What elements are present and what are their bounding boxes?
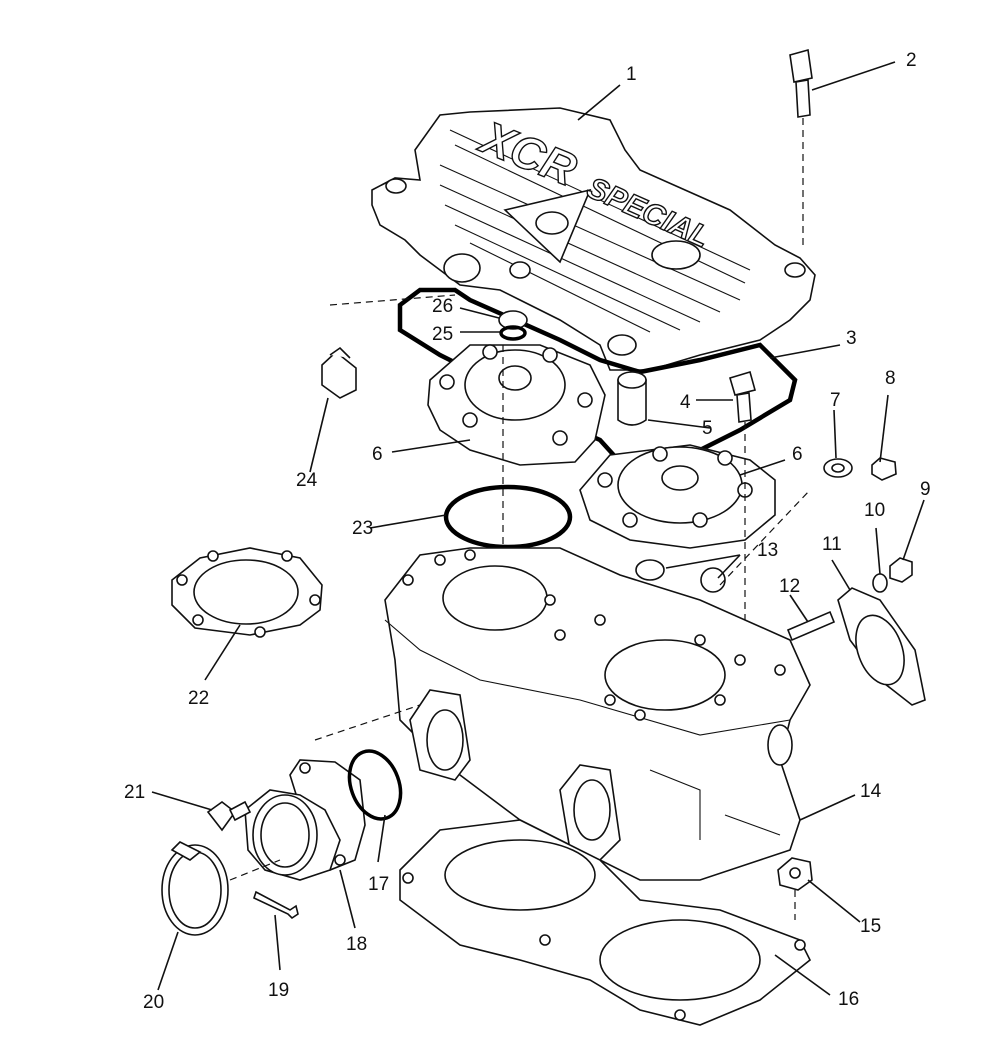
callout-1: 1 — [626, 64, 637, 85]
callout-11: 11 — [822, 534, 842, 555]
callout-5: 5 — [702, 418, 713, 439]
callout-6-right: 6 — [792, 444, 803, 465]
washer-26 — [498, 310, 528, 330]
callout-21: 21 — [124, 782, 145, 803]
callout-20: 20 — [143, 992, 164, 1013]
nut-15-hole — [789, 867, 801, 879]
callout-4: 4 — [680, 392, 691, 413]
stud-12 — [786, 610, 836, 642]
callout-6-left: 6 — [372, 444, 383, 465]
bolt-2 — [789, 48, 813, 250]
callout-18: 18 — [346, 934, 367, 955]
screw-19 — [253, 890, 299, 920]
callout-19: 19 — [268, 980, 289, 1001]
washer-10 — [872, 573, 888, 593]
plug-13a — [635, 559, 665, 581]
bolt-8 — [871, 457, 897, 481]
nut-9 — [889, 557, 913, 583]
cylinder-block-14 — [384, 547, 811, 881]
callout-23: 23 — [352, 518, 373, 539]
head-insert-left — [427, 344, 606, 466]
assembly-line — [329, 294, 456, 306]
intake-adaptor-18 — [244, 759, 366, 881]
washer-7-hole — [831, 463, 845, 473]
callout-24: 24 — [296, 470, 318, 491]
plug-13b — [700, 567, 726, 593]
assembly-line — [229, 859, 281, 881]
temperature-sensor-24 — [321, 346, 357, 399]
exhaust-gasket-22 — [171, 547, 323, 638]
callout-12: 12 — [779, 576, 800, 597]
ring-17 — [347, 749, 403, 821]
screw-21 — [206, 800, 252, 832]
callout-8: 8 — [885, 368, 896, 389]
o-ring-23 — [443, 484, 573, 550]
flange-gasket-11 — [837, 587, 926, 706]
callout-labels: 1 2 3 4 5 6 6 7 8 9 10 11 12 13 14 15 16… — [124, 50, 931, 1013]
callout-10: 10 — [864, 500, 885, 521]
bolt-4 — [729, 370, 756, 690]
clamp-20 — [161, 841, 229, 936]
callout-3: 3 — [846, 328, 857, 349]
callout-9: 9 — [920, 479, 931, 500]
sleeve-5 — [617, 371, 647, 426]
base-gasket-16 — [399, 819, 812, 1026]
callout-16: 16 — [838, 989, 859, 1010]
callout-25: 25 — [432, 324, 453, 345]
callout-17: 17 — [368, 874, 389, 895]
callout-13: 13 — [757, 540, 778, 561]
callout-14: 14 — [860, 781, 882, 802]
cylinder-head-cover: XCR SPECIAL — [371, 107, 816, 371]
assembly-line — [719, 489, 811, 586]
head-insert-right — [579, 444, 776, 549]
assembly-line — [314, 704, 421, 741]
callout-22: 22 — [188, 688, 209, 709]
callout-2: 2 — [906, 50, 917, 71]
callout-15: 15 — [860, 916, 881, 937]
o-ring-25 — [499, 325, 527, 341]
leader-lines — [151, 61, 925, 996]
callout-7: 7 — [830, 390, 841, 411]
callout-26: 26 — [432, 296, 453, 317]
